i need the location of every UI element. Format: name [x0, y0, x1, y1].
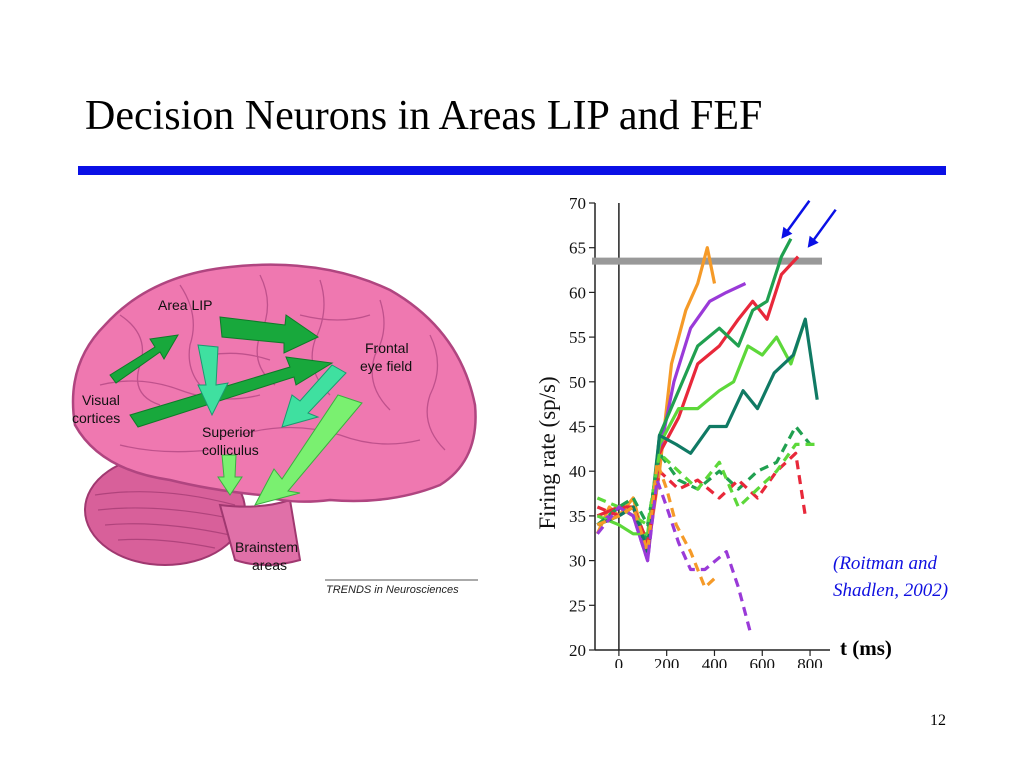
chart-series	[595, 238, 819, 633]
citation: (Roitman and Shadlen, 2002)	[833, 550, 948, 604]
citation-line-2: Shadlen, 2002)	[833, 580, 949, 601]
citation-line-1: (Roitman and	[833, 553, 937, 574]
page-number: 12	[930, 712, 946, 729]
x-tick-label: 800	[797, 655, 823, 668]
figure-credit: TRENDS in Neurosciences	[326, 584, 459, 596]
y-tick-label: 50	[569, 373, 586, 392]
label-area-lip: Area LIP	[158, 297, 212, 313]
dashed-series-7	[596, 451, 807, 545]
x-tick-label: 0	[615, 655, 624, 668]
blue-arrow-1	[784, 200, 811, 235]
y-tick-label: 60	[569, 283, 586, 302]
cerebellum-folds	[94, 491, 239, 549]
label-cortices: cortices	[72, 410, 120, 426]
label-areas: areas	[252, 557, 287, 573]
blue-arrowhead-1	[781, 226, 793, 239]
y-tick-label: 70	[569, 194, 586, 213]
title-underline	[78, 166, 946, 175]
chart-annotations	[781, 200, 837, 248]
y-tick-label: 20	[569, 641, 586, 660]
arrow-visual-to-lip	[109, 334, 179, 384]
blue-arrowhead-2	[807, 235, 819, 248]
dashed-series-9	[596, 460, 716, 589]
chart-axes: 20 25 30 35 40 45 50 55 60 65 70 0 200 400 600 800	[569, 194, 830, 668]
label-brainstem: Brainstem	[235, 539, 298, 555]
label-visual: Visual	[82, 392, 120, 408]
y-tick-label: 35	[569, 507, 586, 526]
arrow-lip-to-fef	[219, 314, 320, 354]
y-axis-label: Firing rate (sp/s)	[535, 376, 560, 529]
firing-rate-chart: 20 25 30 35 40 45 50 55 60 65 70 0 200 400 600 800 Firi…	[535, 194, 837, 668]
label-eye-field: eye field	[360, 358, 412, 374]
arrow-visual-to-fef	[129, 356, 334, 428]
label-frontal: Frontal	[365, 340, 409, 356]
y-tick-label: 30	[569, 552, 586, 571]
y-tick-label: 40	[569, 462, 586, 481]
y-tick-label: 45	[569, 418, 586, 437]
dashed-series-8	[596, 442, 815, 527]
y-tick-label: 55	[569, 328, 586, 347]
arrow-sc-to-brainstem	[217, 454, 243, 496]
arrow-fef-to-brainstem	[254, 394, 363, 506]
dashed-series-10	[596, 478, 752, 633]
brain-figure: Area LIP Frontal eye field Visual cortic…	[71, 263, 478, 596]
x-tick-label: 200	[654, 655, 680, 668]
solid-series-4	[596, 318, 807, 536]
slide-title: Decision Neurons in Areas LIP and FEF	[85, 93, 763, 139]
y-tick-label: 25	[569, 596, 586, 615]
solid-series-5	[596, 317, 819, 554]
y-tick-label: 65	[569, 239, 586, 258]
label-superior: Superior	[202, 424, 255, 440]
x-axis-label: t (ms)	[840, 636, 892, 660]
x-tick-label: 400	[702, 655, 728, 668]
blue-arrow-2	[810, 208, 837, 244]
x-tick-label: 600	[750, 655, 776, 668]
brainstem	[218, 498, 302, 566]
arrow-lip-to-sc	[197, 344, 229, 417]
label-colliculus: colliculus	[202, 442, 259, 458]
arrow-fef-to-sc	[281, 364, 347, 428]
solid-series-3	[596, 238, 793, 545]
